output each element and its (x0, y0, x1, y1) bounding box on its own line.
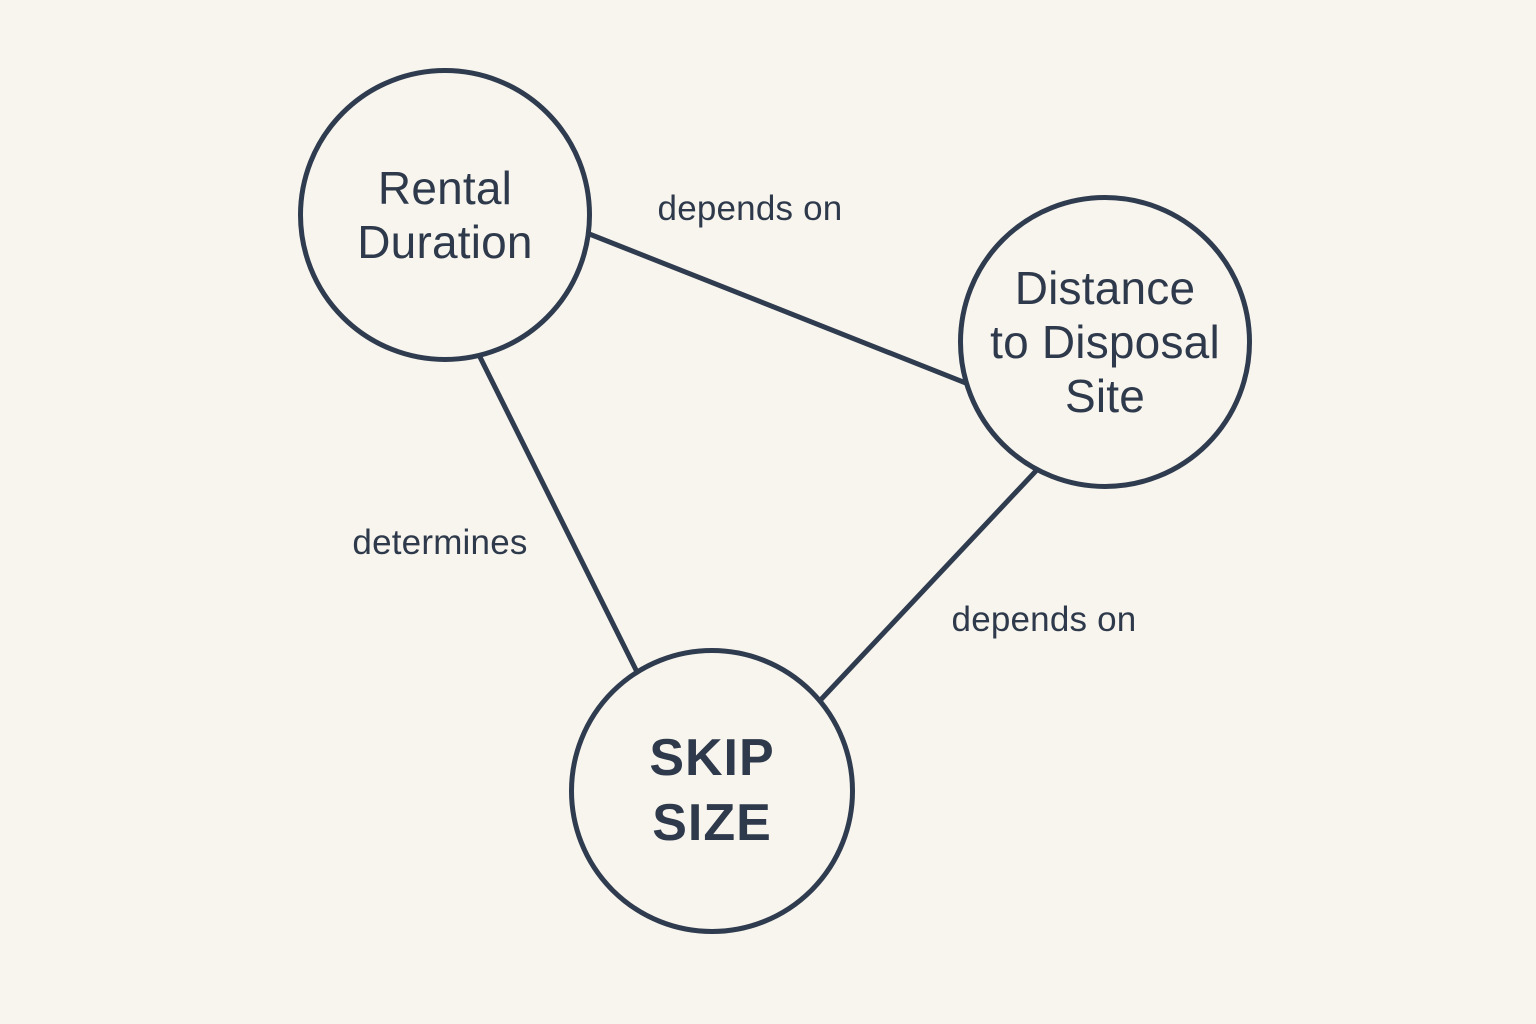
edge-rental-duration-to-skip-size (464, 328, 649, 693)
node-skip-size-label: SKIP SIZE (649, 729, 775, 852)
node-rental-duration-label: Rental Duration (357, 161, 533, 268)
node-skip-size: SKIP SIZE (569, 648, 855, 934)
edge-label-depends-on-right: depends on (951, 600, 1137, 639)
node-rental-duration: Rental Duration (298, 68, 592, 362)
edge-label-depends-on-top: depends on (657, 189, 843, 228)
edge-distance-to-skip-size (810, 454, 1052, 711)
edge-rental-duration-to-distance (556, 219, 989, 394)
edge-label-determines: determines (352, 523, 528, 562)
node-distance-to-disposal-site: Distance to Disposal Site (958, 195, 1252, 489)
node-distance-to-disposal-site-label: Distance to Disposal Site (990, 261, 1220, 423)
